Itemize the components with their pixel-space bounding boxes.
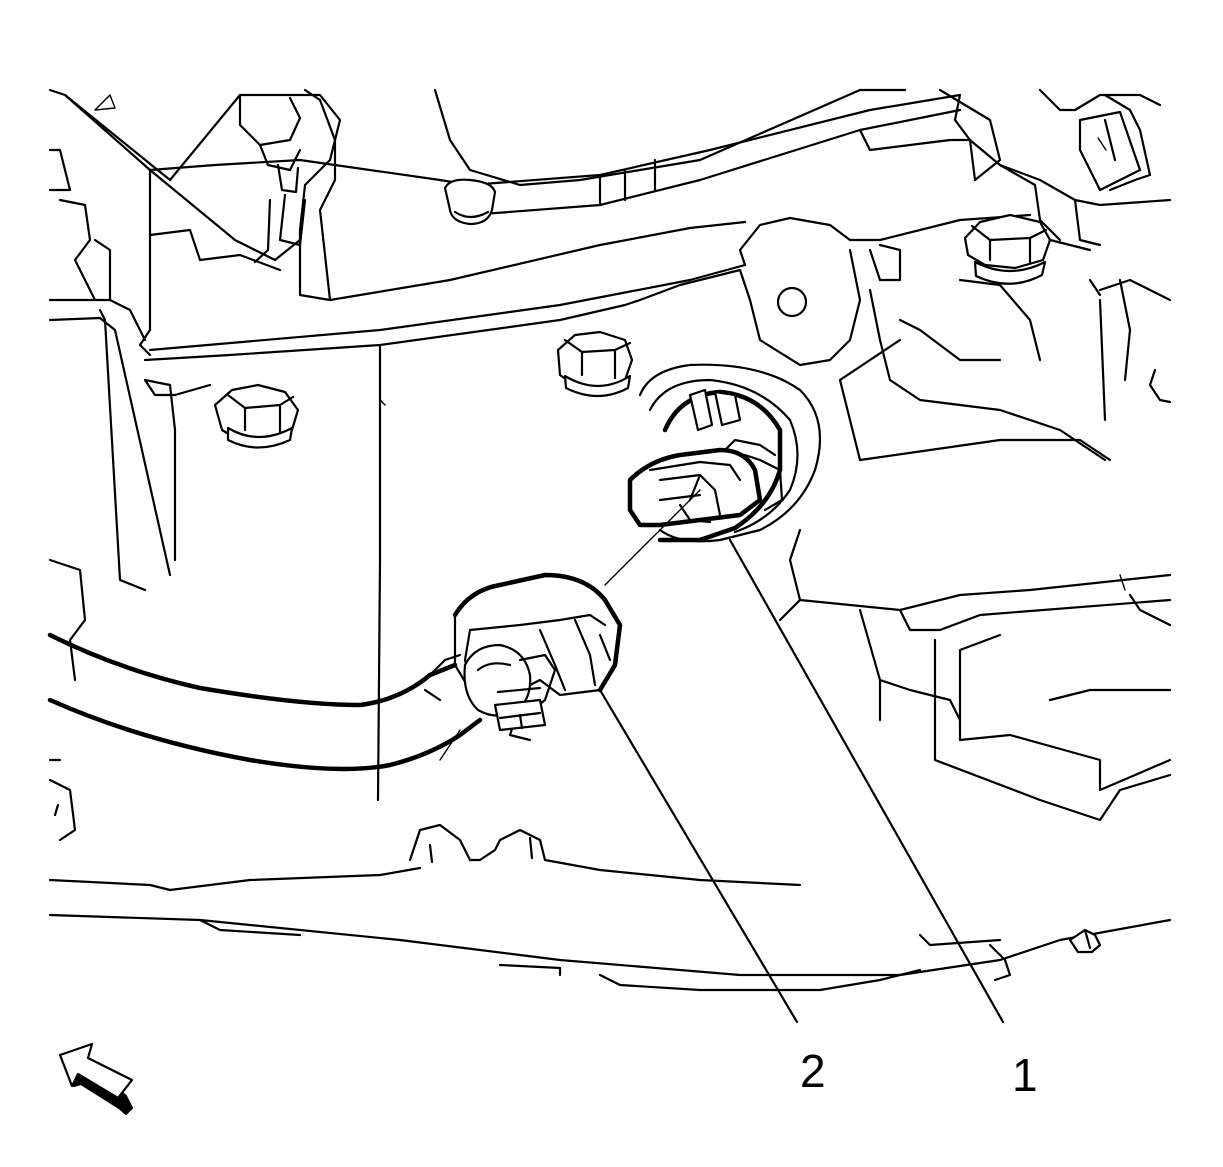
oil-pan — [48, 343, 1172, 992]
harness-connector — [452, 572, 623, 732]
alignment-line — [604, 489, 701, 586]
sensor-connector-socket — [627, 363, 822, 543]
callout-1-leader — [728, 538, 1005, 1024]
lower-bracket — [778, 528, 1172, 822]
front-arrow-icon — [58, 1042, 134, 1115]
engine-block-left — [48, 148, 282, 842]
bolt-right — [963, 213, 1052, 285]
block-rail — [138, 93, 1172, 362]
callout-1-label: 1 — [1012, 1049, 1038, 1101]
callout-2-label: 2 — [800, 1045, 826, 1097]
right-housing — [623, 213, 1172, 462]
wiring-harness — [47, 632, 483, 772]
bolt-left — [213, 383, 300, 449]
callout-2-leader — [598, 688, 799, 1024]
engine-block-upper — [48, 88, 1162, 302]
plug — [443, 178, 497, 226]
bolt-center — [556, 330, 634, 398]
